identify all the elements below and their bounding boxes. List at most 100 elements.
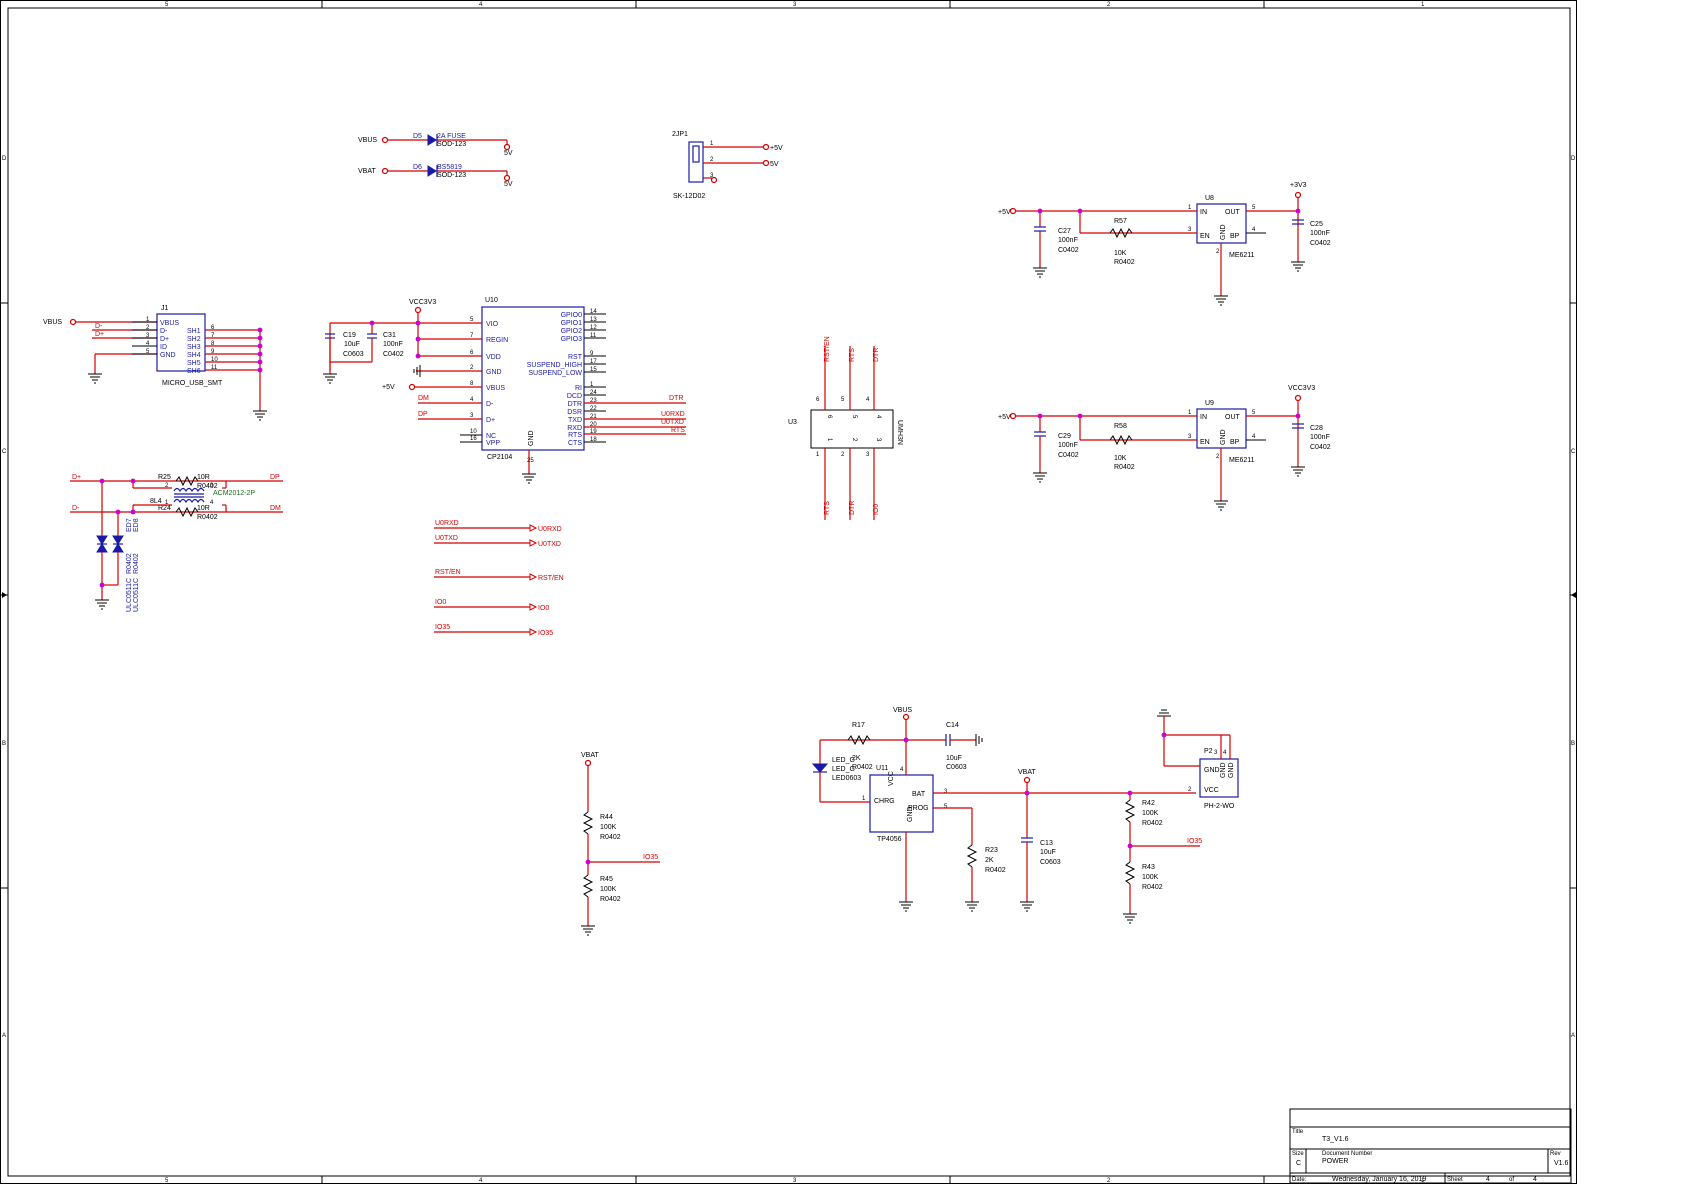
u10-vcc-net: VCC3V3 [409, 299, 436, 306]
u10-right-pin-name: TXD [568, 417, 582, 424]
size-label: Size [1292, 1151, 1304, 1157]
u3-pin: 6 [816, 397, 820, 403]
u10-gnd-pin: GND [528, 430, 535, 446]
border-column-labels: 5 4 3 2 1 5 4 3 2 1 D C B A D C B A [2, 2, 1576, 1184]
j1-shield-num: 7 [211, 333, 215, 339]
date-value: Wednesday, January 16, 2019 [1332, 1176, 1426, 1183]
c14-pkg: C0603 [946, 764, 967, 771]
u10-right-pin-name: RI [575, 385, 582, 392]
junction-dot [1295, 208, 1301, 214]
col-label-top: 2 [1107, 2, 1111, 8]
net-link-target: IO35 [538, 630, 553, 637]
j1-shield-name: SH4 [187, 352, 201, 359]
of-label: of [1509, 1177, 1514, 1183]
r58-ref: R58 [1114, 423, 1127, 430]
u10-right-pin-num: 23 [590, 398, 597, 404]
c25-val: 100nF [1310, 230, 1330, 237]
d6-pkg: SOD-123 [437, 172, 466, 179]
u10-gnd-num: 25 [527, 458, 534, 464]
r23-pkg: R0402 [985, 867, 1006, 874]
u8-pin-en: EN [1200, 233, 1210, 240]
u3-top-net: RST/EN [824, 336, 831, 362]
rev-label: Rev [1550, 1151, 1561, 1157]
auto-reset-u3: U3 UMH3N RST/EN RTS DTR RTS DTR IO0 6 5 … [788, 336, 903, 520]
jp1-part: SK-12D02 [673, 193, 705, 200]
net-link-source: RST/EN [435, 569, 461, 576]
d5-ref: D5 [413, 133, 422, 140]
u3-pin: 5 [841, 397, 845, 403]
c31-val: 100nF [383, 341, 403, 348]
c19-ref: C19 [343, 332, 356, 339]
ground-icon [323, 370, 337, 384]
junction-dot [257, 351, 263, 357]
ground-icon [1214, 292, 1228, 306]
junction-dot [415, 320, 421, 326]
sheet-value: 4 [1486, 1176, 1490, 1183]
u3-pin: 6 [826, 415, 832, 419]
c27-ref: C27 [1058, 228, 1071, 235]
u9-num: 1 [1188, 410, 1192, 416]
u3-part: UMH3N [896, 420, 903, 445]
d6-out-net: 5V [504, 181, 513, 188]
u11-part: TP4056 [877, 836, 902, 843]
u11-pin-chrg: CHRG [874, 798, 895, 805]
j1-pin-name: D+ [160, 336, 169, 343]
ed7-pkg: R0402 [126, 553, 133, 574]
r45-pkg: R0402 [600, 896, 621, 903]
r17-val: 2K [852, 755, 861, 762]
j1-pin-num: 1 [146, 317, 150, 323]
u8-pin-in: IN [1200, 209, 1207, 216]
u10-left-pin-num: 8 [470, 381, 474, 387]
net-link-target: RST/EN [538, 575, 564, 582]
regulator-u9: U9 ME6211 +5V VCC3V3 IN EN GND OUT BP 1 … [998, 385, 1331, 497]
u3-bot-net: RTS [824, 501, 831, 515]
r43-val: 100K [1142, 874, 1159, 881]
r58-pkg: R0402 [1114, 464, 1135, 471]
d5-pkg: SOD-123 [437, 141, 466, 148]
junction-dot [130, 478, 136, 484]
u3-pin: 5 [851, 415, 857, 419]
charger-vbus-net: VBUS [893, 707, 912, 714]
ed7-ref: ED7 [126, 518, 133, 532]
u3-pin: 1 [816, 452, 820, 458]
ground-icon [88, 370, 102, 384]
l4-pin: 3 [210, 483, 214, 489]
u3-ref: U3 [788, 419, 797, 426]
u10-right-pin-name: RST [568, 354, 583, 361]
ground-icon [1123, 910, 1137, 924]
j1-net-dp: D+ [95, 331, 104, 338]
junction-dot [99, 478, 105, 484]
charger-io35-net: IO35 [1187, 838, 1202, 845]
c19-val: 10uF [344, 341, 360, 348]
u10-part: CP2104 [487, 454, 512, 461]
jp1-pin: 1 [710, 141, 714, 147]
ground-icon [522, 470, 536, 484]
junction-dot [1024, 790, 1030, 796]
led-label-b: LED_G [832, 766, 855, 773]
u10-right-pin-num: 21 [590, 414, 597, 420]
u11-ref: U11 [876, 765, 888, 772]
u3-pin: 3 [866, 452, 870, 458]
u10-right-pin-num: 14 [590, 309, 597, 315]
u10-net-dtr: DTR [669, 395, 683, 402]
r58-val: 10K [1114, 455, 1127, 462]
c13-val: 10uF [1040, 849, 1056, 856]
sheet-border [0, 0, 1577, 1184]
p2-ref: P2 [1204, 748, 1213, 755]
r23-val: 2K [985, 857, 994, 864]
junction-dot [257, 327, 263, 333]
junction-dot [415, 353, 421, 359]
c14-ref: C14 [946, 722, 959, 729]
u10-left-pin-num: 5 [470, 317, 474, 323]
col-label-bottom: 2 [1107, 1178, 1111, 1184]
j1-pin-name: ID [160, 344, 167, 351]
u11-num: 3 [944, 789, 948, 795]
sheet-label: Sheet [1447, 1177, 1463, 1183]
c14-val: 10uF [946, 755, 962, 762]
u10-right-pin-num: 12 [590, 325, 597, 331]
c31-pkg: C0402 [383, 351, 404, 358]
net-link-list: U0RXDU0RXDU0TXDU0TXDRST/ENRST/ENIO0IO0IO… [434, 520, 564, 637]
u10-net-dm: DM [418, 395, 429, 402]
battery-charger: U11 TP4056 VCC CHRG BAT PROG GND 4 1 3 5… [811, 707, 1239, 910]
